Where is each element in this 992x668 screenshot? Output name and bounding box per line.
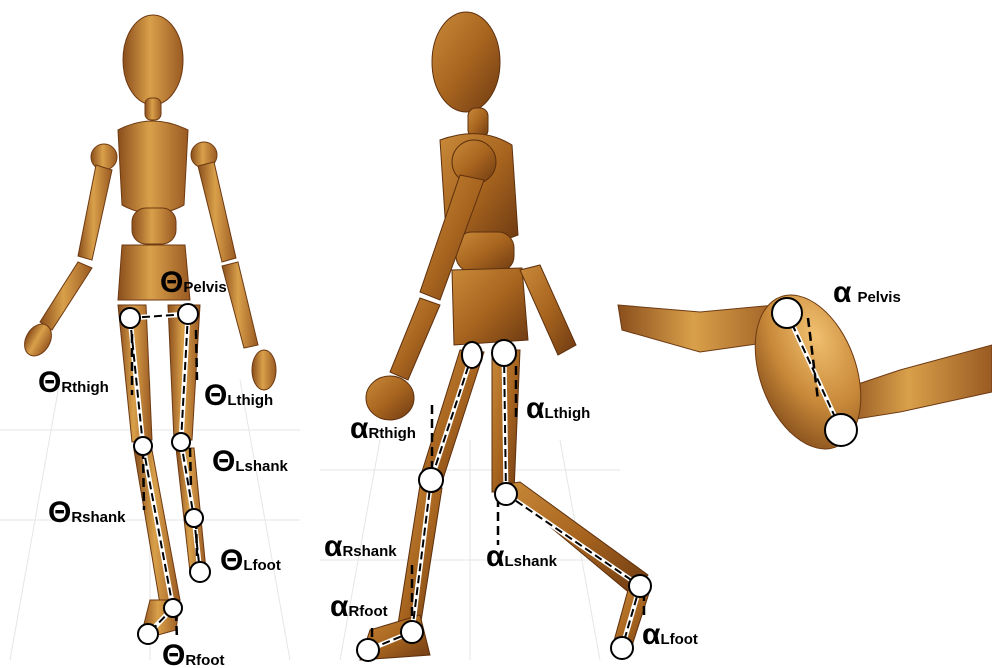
label-theta-rshank: ΘRshank	[48, 496, 126, 529]
top-view-pelvis	[618, 280, 992, 463]
label-theta-pelvis: ΘPelvis	[160, 266, 227, 299]
label-theta-rthigh: ΘRthigh	[38, 366, 109, 399]
side-joint-knee-left	[495, 483, 517, 505]
label-alpha-rfoot: αRfoot	[330, 590, 388, 623]
side-abdomen	[456, 232, 514, 272]
front-forearm-right	[40, 262, 92, 330]
front-upper-arm-right	[78, 165, 112, 260]
front-joint-ankle-left	[190, 562, 210, 582]
side-joint-toe-left	[611, 637, 633, 659]
front-chest	[118, 121, 188, 214]
side-hand	[366, 376, 414, 420]
label-theta-lshank: ΘLshank	[212, 445, 289, 478]
side-joint-ankle-right	[401, 621, 423, 643]
side-joint-hip-left	[492, 340, 516, 366]
front-joint-shank-left	[185, 509, 203, 527]
front-hand-left	[252, 350, 276, 390]
side-joint-toe-right	[357, 639, 379, 661]
top-thigh-right	[840, 345, 992, 420]
side-joint-knee-right	[419, 468, 443, 492]
front-joint-knee-right	[134, 437, 152, 455]
front-joint-knee-left	[172, 433, 190, 451]
side-joint-ankle-left	[629, 575, 651, 597]
front-joint-hip-right	[120, 308, 140, 328]
label-theta-lfoot: ΘLfoot	[220, 544, 281, 577]
side-forearm	[390, 298, 440, 380]
side-head	[432, 12, 500, 112]
side-back-arm	[520, 265, 576, 355]
front-joint-hip-left	[178, 304, 198, 324]
label-alpha-rshank: αRshank	[324, 530, 397, 563]
label-theta-rfoot: ΘRfoot	[162, 639, 225, 668]
top-joint-hip-left	[772, 298, 802, 328]
front-neck	[145, 98, 161, 120]
front-forearm-left	[222, 262, 258, 348]
front-abdomen	[132, 208, 176, 244]
side-joint-hip-right	[462, 342, 482, 368]
front-upper-arm-left	[198, 162, 236, 262]
front-head	[123, 15, 183, 105]
side-hips	[452, 268, 528, 345]
label-alpha-lshank: αLshank	[486, 540, 558, 573]
front-shoulder-right	[91, 144, 117, 170]
top-joint-hip-right	[825, 414, 857, 446]
front-joint-toe-right	[138, 624, 158, 644]
side-shoulder	[452, 140, 496, 184]
label-alpha-lthigh: αLthigh	[526, 392, 590, 425]
front-joint-ankle-right	[164, 599, 182, 617]
label-alpha-lfoot: αLfoot	[642, 618, 698, 651]
